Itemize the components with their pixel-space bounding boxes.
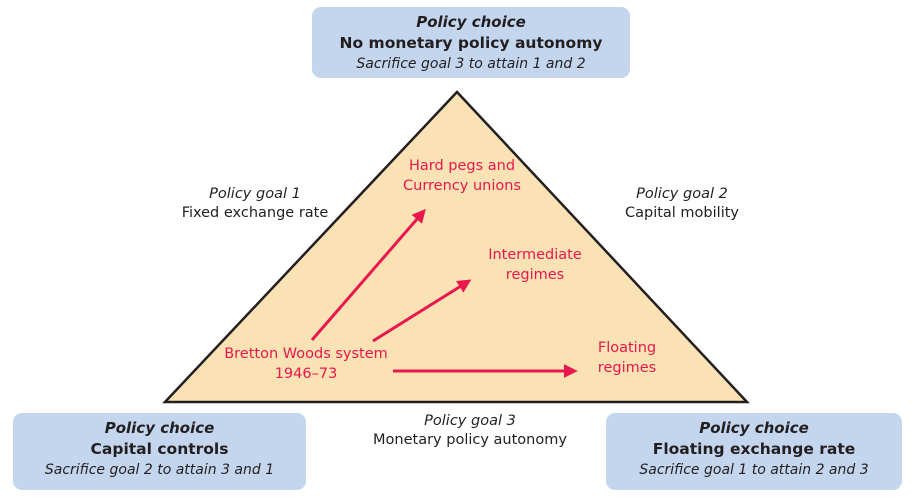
regime-floating-label: Floating regimes	[557, 338, 697, 378]
policy-choice-box-top: Policy choice No monetary policy autonom…	[312, 7, 630, 78]
goal-1-name: Policy goal 1	[209, 186, 301, 202]
regime-hard-pegs-label: Hard pegs and Currency unions	[362, 156, 562, 196]
policy-choice-box-bottom-left: Policy choice Capital controls Sacrifice…	[13, 413, 306, 490]
arrow-bretton-to-intermediate	[372, 279, 472, 343]
policy-choice-subtitle: Sacrifice goal 3 to attain 1 and 2	[356, 56, 586, 72]
policy-goal-3-label: Policy goal 3 Monetary policy autonomy	[345, 412, 595, 450]
regime-line: Hard pegs and	[408, 158, 516, 174]
policy-choice-subtitle: Sacrifice goal 2 to attain 3 and 1	[44, 462, 275, 478]
goal-3-desc: Monetary policy autonomy	[373, 432, 567, 448]
regime-line: Floating	[597, 340, 657, 356]
regime-line: Currency unions	[403, 178, 521, 194]
goal-2-desc: Capital mobility	[624, 205, 739, 221]
arrow-bretton-to-hard-pegs	[310, 208, 426, 341]
regime-line: Bretton Woods system	[224, 346, 388, 362]
policy-choice-main: Capital controls	[90, 440, 229, 458]
policy-choice-main: No monetary policy autonomy	[339, 34, 603, 52]
policy-goal-1-label: Policy goal 1 Fixed exchange rate	[130, 185, 380, 223]
policy-choice-title: Policy choice	[416, 13, 526, 31]
regime-line: regimes	[505, 267, 565, 283]
goal-2-name: Policy goal 2	[636, 186, 728, 202]
policy-choice-box-bottom-right: Policy choice Floating exchange rate Sac…	[606, 413, 902, 490]
policy-goal-2-label: Policy goal 2 Capital mobility	[557, 185, 807, 223]
goal-1-desc: Fixed exchange rate	[181, 205, 329, 221]
goal-3-name: Policy goal 3	[424, 413, 516, 429]
policy-choice-title: Policy choice	[104, 419, 215, 437]
regime-line: 1946–73	[274, 366, 338, 382]
policy-choice-title: Policy choice	[699, 419, 809, 437]
policy-choice-subtitle: Sacrifice goal 1 to attain 2 and 3	[639, 462, 869, 478]
regime-intermediate-label: Intermediate regimes	[435, 245, 635, 285]
trilemma-triangle	[162, 90, 750, 404]
policy-choice-main: Floating exchange rate	[652, 440, 856, 458]
regime-line: Intermediate	[488, 247, 582, 263]
regime-bretton-woods-label: Bretton Woods system 1946–73	[196, 344, 416, 384]
regime-line: regimes	[597, 360, 657, 376]
